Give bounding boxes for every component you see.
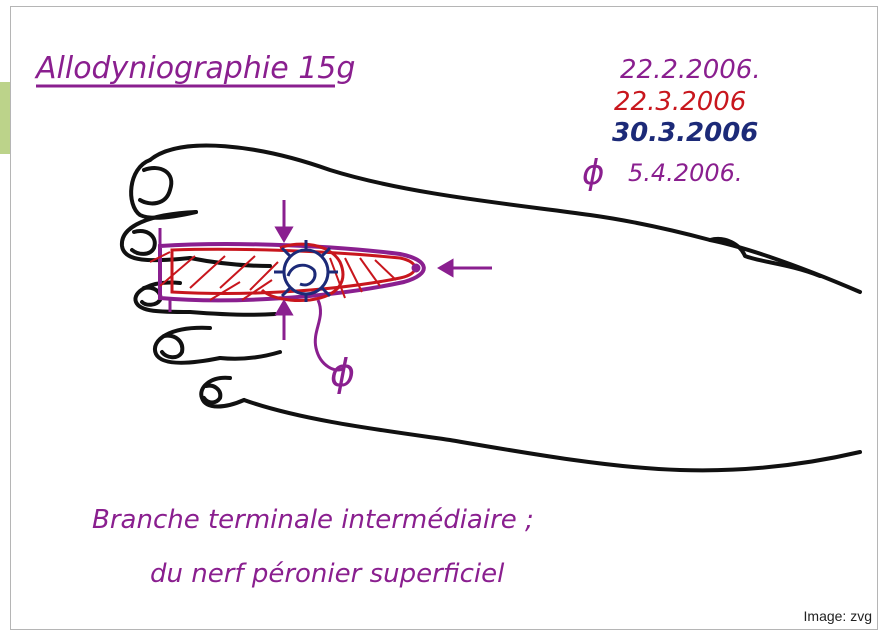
date-1: 22.2.2006.: [620, 55, 761, 85]
drawing-title: Allodyniographie 15g: [34, 51, 355, 86]
empty-set-symbol-drawing: ϕ: [330, 351, 355, 395]
foot-outline: [122, 146, 860, 471]
empty-set-symbol-legend: ϕ: [582, 153, 604, 193]
zone-navy-2006-03-30: [274, 240, 338, 302]
caption-line-2: du nerf péronier superficiel: [150, 559, 505, 589]
date-3: 30.3.2006: [612, 118, 758, 148]
image-credit: Image: zvg: [804, 608, 872, 624]
date-4: 5.4.2006.: [628, 159, 743, 187]
date-2: 22.3.2006: [614, 87, 746, 117]
caption-line-1: Branche terminale intermédiaire ;: [92, 505, 534, 535]
